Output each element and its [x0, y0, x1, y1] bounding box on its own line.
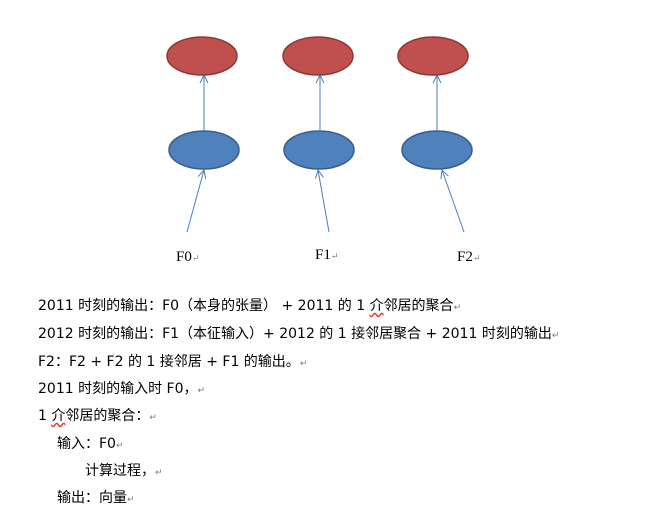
line-5-misspelled-char: 介	[51, 408, 66, 424]
input-arrow-1	[318, 170, 330, 233]
paragraph-mark-icon: ↵	[127, 495, 135, 505]
text-line-3: F2：F2 + F2 的 1 接邻居 + F1 的输出。↵	[38, 352, 307, 374]
line-4-text: 2011 时刻的输入时 F0，	[38, 381, 198, 397]
line-5-text-a: 1	[38, 408, 52, 424]
text-line-6: 输入：F0↵	[57, 434, 124, 456]
label-f0-group: F0↵	[176, 248, 199, 267]
label-f1-group: F1↵	[315, 246, 338, 265]
line-7-text: 计算过程，	[85, 463, 155, 479]
line-1-misspelled-char: 介	[369, 298, 384, 314]
paragraph-mark-icon: ↵	[453, 303, 462, 313]
output-node-2	[397, 36, 469, 76]
paragraph-mark-icon: ↵	[115, 441, 124, 451]
line-6-text: 输入：F0	[57, 436, 116, 452]
input-node-0	[168, 130, 240, 170]
input-node-2	[401, 130, 473, 170]
paragraph-mark-icon: ↵	[191, 253, 200, 263]
label-f0: F0	[176, 249, 192, 265]
label-f2-group: F2↵	[457, 248, 480, 267]
output-node-1	[282, 36, 354, 76]
text-line-4: 2011 时刻的输入时 F0，↵	[38, 379, 205, 401]
input-arrow-2	[442, 170, 465, 233]
line-1-text-c: 邻居的聚合	[383, 298, 454, 314]
paragraph-mark-icon: ↵	[472, 253, 481, 263]
text-line-8: 输出：向量↵	[57, 488, 135, 510]
paragraph-mark-icon: ↵	[197, 386, 206, 396]
paragraph-mark-icon: ↵	[299, 359, 308, 369]
node-diagram	[166, 36, 473, 233]
text-line-7: 计算过程，↵	[85, 461, 163, 483]
text-line-5: 1 介邻居的聚合：↵	[38, 406, 157, 428]
input-arrow-0	[186, 170, 204, 233]
label-f2: F2	[457, 249, 473, 265]
input-node-1	[283, 130, 355, 170]
paragraph-mark-icon: ↵	[155, 468, 163, 478]
line-2-text: 2012 时刻的输出：F1（本征输入）+ 2012 的 1 接邻居聚合 + 20…	[38, 326, 552, 342]
line-3-text: F2：F2 + F2 的 1 接邻居 + F1 的输出。	[38, 354, 300, 370]
line-1-text-a: 2011 时刻的输出：F0（本身的张量） + 2011 的 1	[38, 298, 370, 314]
label-f1: F1	[315, 247, 331, 263]
paragraph-mark-icon: ↵	[149, 413, 157, 423]
paragraph-mark-icon: ↵	[330, 251, 339, 261]
line-8-text: 输出：向量	[57, 490, 127, 506]
text-line-2: 2012 时刻的输出：F1（本征输入）+ 2012 的 1 接邻居聚合 + 20…	[38, 324, 559, 346]
paragraph-mark-icon: ↵	[551, 331, 560, 341]
line-5-text-c: 邻居的聚合：	[65, 408, 150, 424]
output-node-0	[166, 36, 238, 76]
text-line-1: 2011 时刻的输出：F0（本身的张量） + 2011 的 1 介邻居的聚合↵	[38, 296, 461, 318]
